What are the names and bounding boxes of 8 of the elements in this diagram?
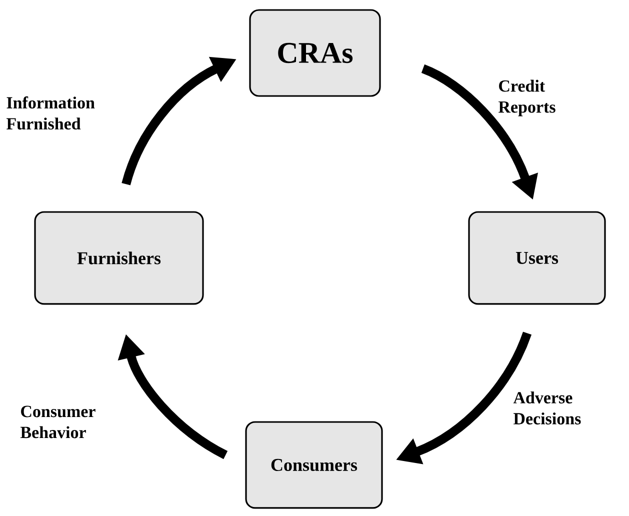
process-box: CRAs xyxy=(249,9,381,97)
edge-label: Adverse Decisions xyxy=(513,392,581,424)
process-box: Furnishers xyxy=(34,211,204,305)
edge-label: Credit Reports xyxy=(498,80,556,116)
process-box: Users xyxy=(468,211,606,305)
process-box: Consumers xyxy=(245,421,383,509)
edge-label: Information Furnished xyxy=(6,96,95,130)
edge-label: Consumer Behavior xyxy=(20,406,96,438)
